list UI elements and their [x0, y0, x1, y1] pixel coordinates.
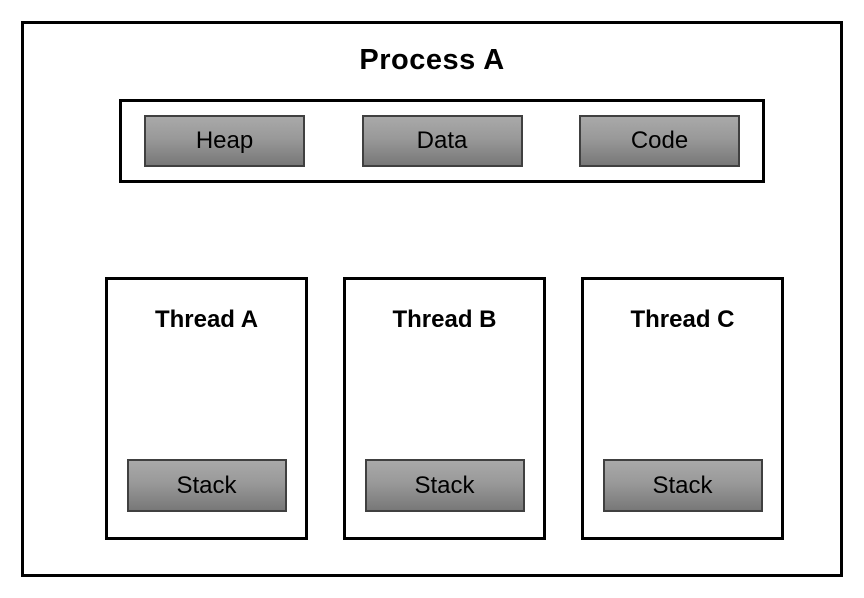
thread-a-stack-label: Stack — [176, 471, 237, 499]
code-box: Code — [579, 115, 740, 167]
thread-b-stack-box: Stack — [364, 459, 525, 512]
thread-a-box: Thread A Stack — [105, 277, 308, 540]
thread-c-stack-label: Stack — [652, 471, 713, 499]
data-box: Data — [361, 115, 523, 167]
thread-c-box: Thread C Stack — [581, 277, 784, 540]
thread-a-stack-box: Stack — [126, 459, 287, 512]
thread-c-stack-box: Stack — [602, 459, 763, 512]
code-label: Code — [630, 127, 689, 154]
thread-b-box: Thread B Stack — [343, 277, 546, 540]
thread-c-title: Thread C — [630, 306, 735, 333]
memory-segments-container: Heap Data Code — [119, 99, 765, 183]
thread-a-title: Thread A — [154, 306, 259, 333]
process-diagram-frame: Process A Heap Data Code Thread A Stack … — [21, 21, 843, 577]
heap-box: Heap — [144, 115, 305, 167]
thread-b-stack-label: Stack — [414, 471, 475, 499]
heap-label: Heap — [195, 127, 254, 154]
threads-row: Thread A Stack Thread B Stack Thread C S… — [105, 277, 784, 540]
process-title: Process A — [359, 44, 505, 76]
thread-b-title: Thread B — [392, 306, 497, 333]
data-label: Data — [416, 127, 468, 154]
